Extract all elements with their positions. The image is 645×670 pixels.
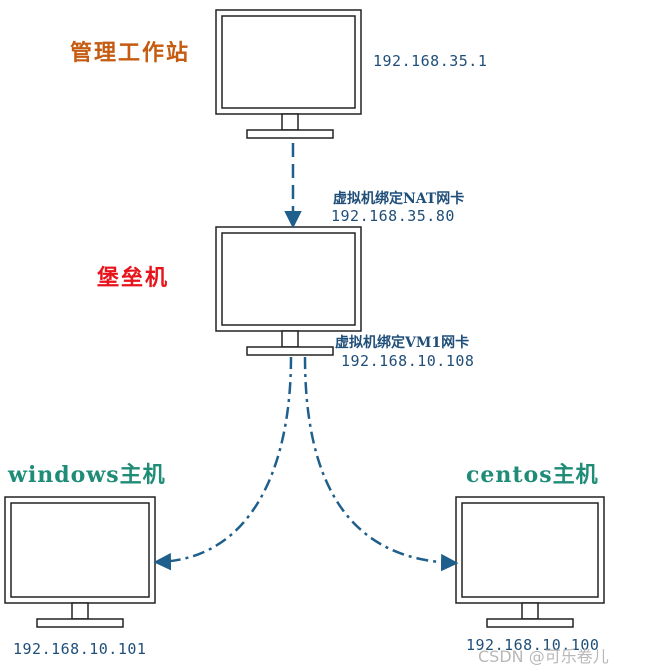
workstation-ip: 192.168.35.1 <box>373 52 488 70</box>
watermark: CSDN @可乐卷儿 <box>478 647 609 666</box>
windows-host-title: windows主机 <box>8 462 166 488</box>
bastion-vm1-ip: 192.168.10.108 <box>341 352 475 370</box>
bastion-monitor-icon <box>215 226 362 356</box>
bastion-title: 堡垒机 <box>97 265 170 291</box>
bastion-nat-nic-label: 虚拟机绑定NAT网卡 <box>333 191 465 207</box>
workstation-monitor-icon <box>215 9 362 139</box>
centos-monitor-icon <box>455 496 605 628</box>
bastion-vm1-nic-label: 虚拟机绑定VM1网卡 <box>335 335 470 351</box>
workstation-title: 管理工作站 <box>70 40 191 66</box>
bastion-nat-ip: 192.168.35.80 <box>331 207 455 225</box>
bastion-to-windows-connector <box>153 356 293 571</box>
windows-host-ip: 192.168.10.101 <box>13 640 147 658</box>
centos-host-title: centos主机 <box>466 462 599 488</box>
bastion-to-centos-connector <box>303 356 459 572</box>
centos-host-ip: 192.168.10.100 <box>466 636 600 654</box>
windows-monitor-icon <box>4 496 156 628</box>
